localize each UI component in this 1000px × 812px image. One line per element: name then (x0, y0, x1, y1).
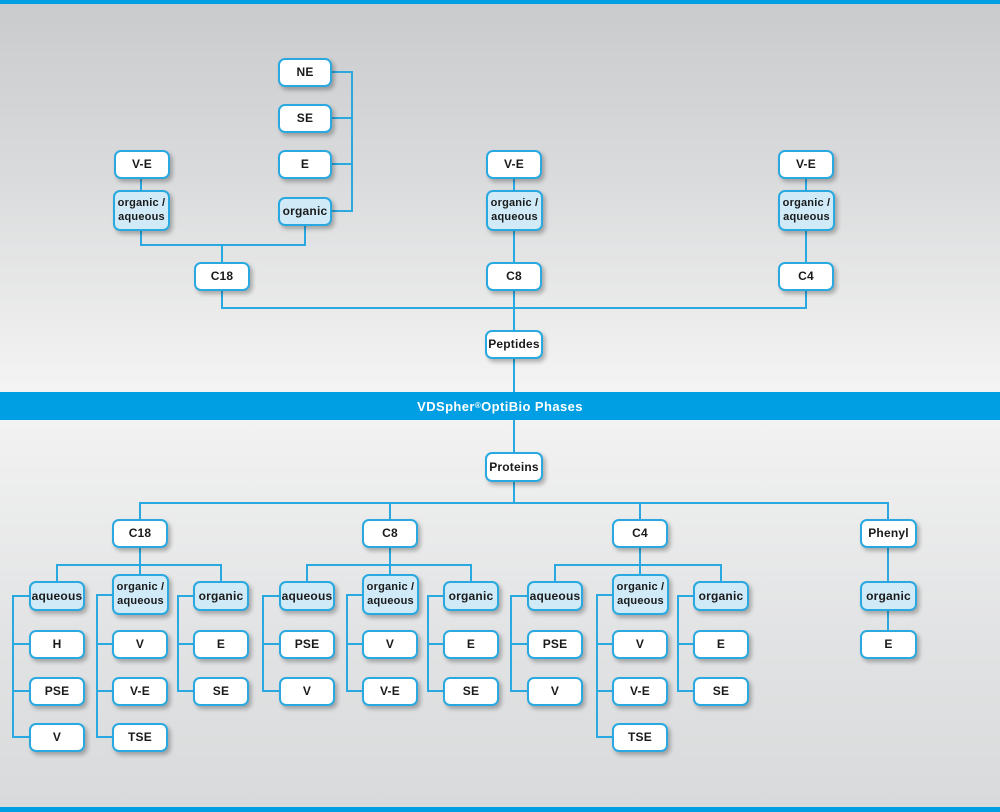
node-se-c8: SE (443, 677, 499, 706)
node-v-c4-oa: V (612, 630, 668, 659)
node-organic-phenyl: organic (860, 581, 917, 611)
node-organic-top: organic (278, 197, 332, 226)
node-e-top: E (278, 150, 332, 179)
node-e-c8: E (443, 630, 499, 659)
node-c4-top: C4 (778, 262, 834, 291)
node-c8-top: C8 (486, 262, 542, 291)
node-ve-c8-top: V-E (486, 150, 542, 179)
node-c18-top: C18 (194, 262, 250, 291)
node-oa-c8: organic / aqueous (362, 574, 419, 615)
node-phenyl: Phenyl (860, 519, 917, 548)
node-c18: C18 (112, 519, 168, 548)
bottom-accent-bar (0, 807, 1000, 812)
node-tse-c4: TSE (612, 723, 668, 752)
node-aqueous-c8: aqueous (279, 581, 335, 611)
banner-title: VDSpher® OptiBio Phases (0, 392, 1000, 420)
node-v-c8-aq: V (279, 677, 335, 706)
node-e-c18: E (193, 630, 249, 659)
node-v-c18-oa: V (112, 630, 168, 659)
node-pse-c18: PSE (29, 677, 85, 706)
node-v-c18-aq: V (29, 723, 85, 752)
node-se-c4: SE (693, 677, 749, 706)
node-ve-c4: V-E (612, 677, 668, 706)
banner-brand: VDSpher (417, 398, 475, 414)
node-v-c4-aq: V (527, 677, 583, 706)
node-ve-c18-top: V-E (114, 150, 170, 179)
connector (596, 594, 612, 738)
node-e-c4: E (693, 630, 749, 659)
node-ne: NE (278, 58, 332, 87)
node-oa-c18: organic / aqueous (112, 574, 169, 615)
node-c4: C4 (612, 519, 668, 548)
node-oa-c8-top: organic / aqueous (486, 190, 543, 231)
top-accent-bar (0, 0, 1000, 4)
banner-rest: OptiBio Phases (481, 398, 583, 414)
node-aqueous-c18: aqueous (29, 581, 85, 611)
node-se: SE (278, 104, 332, 133)
connector (332, 71, 353, 212)
node-h-c18: H (29, 630, 85, 659)
node-c8: C8 (362, 519, 418, 548)
connector (139, 502, 889, 519)
connector (96, 594, 112, 738)
node-organic-c8: organic (443, 581, 499, 611)
node-oa-c4: organic / aqueous (612, 574, 669, 615)
node-oa-c4-top: organic / aqueous (778, 190, 835, 231)
connector (554, 564, 722, 581)
node-pse-c4: PSE (527, 630, 583, 659)
node-ve-c18: V-E (112, 677, 168, 706)
node-ve-c8: V-E (362, 677, 418, 706)
connector (12, 595, 29, 738)
node-v-c8-oa: V (362, 630, 418, 659)
node-e-phenyl: E (860, 630, 917, 659)
node-organic-c18: organic (193, 581, 249, 611)
node-aqueous-c4: aqueous (527, 581, 583, 611)
node-peptides: Peptides (485, 330, 543, 359)
node-oa-c18-top: organic / aqueous (113, 190, 170, 231)
node-ve-c4-top: V-E (778, 150, 834, 179)
node-pse-c8: PSE (279, 630, 335, 659)
node-organic-c4: organic (693, 581, 749, 611)
node-tse-c18: TSE (112, 723, 168, 752)
node-se-c18: SE (193, 677, 249, 706)
node-proteins: Proteins (485, 452, 543, 482)
